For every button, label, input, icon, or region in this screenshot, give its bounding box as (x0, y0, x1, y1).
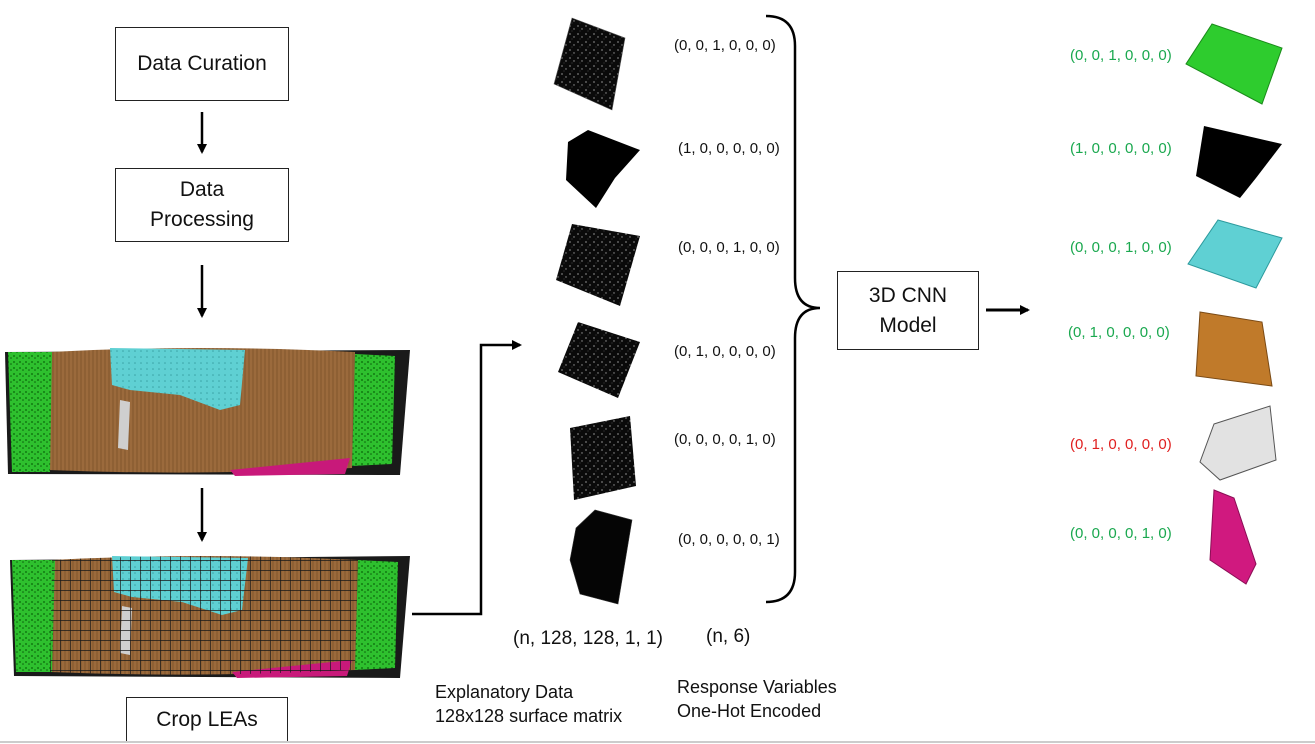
explanatory-data-caption: Explanatory Data 128x128 surface matrix (435, 680, 622, 728)
crop-leas-box: Crop LEAs (126, 697, 288, 743)
input-vector-3: (0, 0, 0, 1, 0, 0) (678, 239, 780, 256)
prediction-vector-5: (0, 1, 0, 0, 0, 0) (1070, 436, 1172, 453)
prediction-vector-1: (0, 0, 1, 0, 0, 0) (1070, 47, 1172, 64)
prediction-vector-4: (0, 1, 0, 0, 0, 0) (1068, 324, 1170, 341)
data-processing-label-line1: Data (179, 178, 225, 201)
input-vector-6: (0, 0, 0, 0, 0, 1) (678, 531, 780, 548)
prediction-vector-6: (0, 0, 0, 0, 1, 0) (1070, 525, 1172, 542)
lea-cropped-image (10, 556, 410, 678)
surface-tile-3 (556, 224, 640, 306)
input-vector-1: (0, 0, 1, 0, 0, 0) (674, 37, 776, 54)
prediction-surface-cyan (1187, 219, 1283, 289)
cnn-model-label-line2: Model (879, 313, 937, 337)
curly-brace (765, 14, 821, 604)
data-curation-box: Data Curation (115, 27, 289, 101)
surface-tile-1 (553, 17, 626, 111)
output-shape-label: (n, 6) (706, 626, 751, 647)
prediction-surface-magenta (1209, 489, 1257, 585)
input-shape-label: (n, 128, 128, 1, 1) (513, 628, 663, 649)
data-curation-label: Data Curation (137, 52, 267, 75)
response-variables-caption: Response Variables One-Hot Encoded (677, 675, 837, 723)
response-caption-line1: Response Variables (677, 677, 837, 697)
cnn-model-label-line1: 3D CNN (868, 283, 948, 307)
surface-tile-5 (570, 416, 636, 500)
prediction-surface-orange (1195, 311, 1273, 387)
explanatory-caption-line2: 128x128 surface matrix (435, 706, 623, 726)
response-caption-line2: One-Hot Encoded (677, 701, 822, 721)
prediction-surface-green (1185, 23, 1283, 105)
input-vector-5: (0, 0, 0, 0, 1, 0) (674, 431, 776, 448)
surface-tile-2 (566, 130, 640, 208)
lea-scan-image (5, 348, 410, 476)
input-vector-4: (0, 1, 0, 0, 0, 0) (674, 343, 776, 360)
cnn-model-box: 3D CNN Model (837, 271, 979, 350)
explanatory-caption-line1: Explanatory Data (435, 682, 574, 702)
prediction-surface-black (1196, 126, 1282, 198)
prediction-vector-3: (0, 0, 0, 1, 0, 0) (1070, 239, 1172, 256)
crop-leas-label: Crop LEAs (156, 708, 258, 731)
bottom-divider (0, 741, 1315, 743)
arrow-crop-to-tiles (412, 340, 522, 616)
data-processing-label-line2: Processing (150, 208, 254, 231)
surface-tile-6 (569, 509, 633, 605)
surface-tile-4 (558, 322, 640, 398)
data-processing-box: Data Processing (115, 168, 289, 242)
input-vector-2: (1, 0, 0, 0, 0, 0) (678, 140, 780, 157)
prediction-vector-2: (1, 0, 0, 0, 0, 0) (1070, 140, 1172, 157)
prediction-surface-gray (1199, 405, 1277, 481)
